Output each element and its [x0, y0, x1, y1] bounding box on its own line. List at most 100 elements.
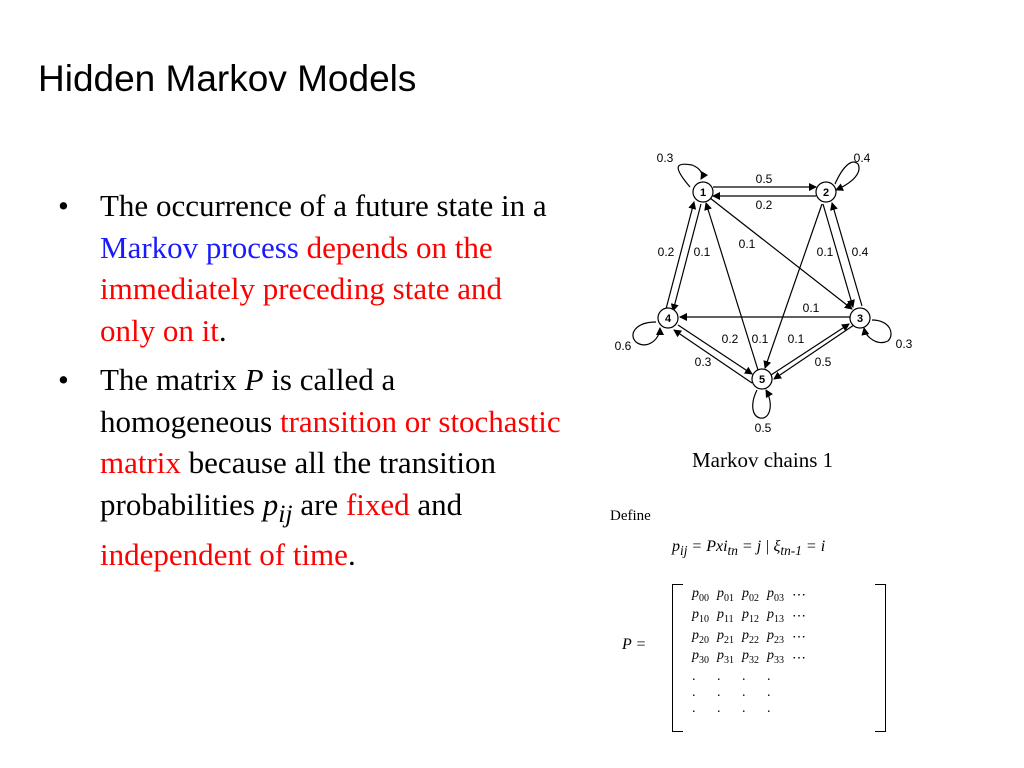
eqn-eq-j: = j | ξ — [737, 538, 781, 555]
self-loop-4 — [632, 321, 664, 346]
matrix-row: p10 p11 p12 p13 ⋯ — [690, 607, 812, 628]
edge-5-1 — [704, 202, 759, 371]
node-4 — [657, 307, 679, 329]
node-2 — [815, 181, 837, 203]
matrix-cell: p00 — [692, 586, 709, 604]
slide-title: Hidden Markov Models — [38, 58, 417, 99]
node-1 — [692, 181, 714, 203]
figure-caption: Markov chains 1 — [692, 448, 834, 472]
bullet1-text-a: The occurrence of a future state in a — [100, 188, 547, 223]
edge-1-4 — [670, 203, 702, 312]
matrix-cell: p31 — [717, 648, 734, 667]
edge-label-1-4: 0.2 — [658, 245, 675, 259]
bullet-item-2: • The matrix P is called a homogeneous t… — [58, 359, 563, 576]
matrix-dots-row: .... — [690, 669, 812, 685]
markov-chain-diagram: 1 2 3 4 5 0.3 0.4 0.3 0.6 0.5 0.5 0.2 0.… — [615, 151, 913, 435]
matrix-cell: p23 — [767, 627, 784, 646]
matrix-cell: p20 — [692, 627, 709, 646]
matrix-dot: . — [767, 701, 771, 717]
matrix-cell: p01 — [717, 586, 734, 604]
edge-label-3-5: 0.5 — [815, 355, 832, 369]
matrix-cell: p10 — [692, 606, 709, 625]
loop-label-4: 0.6 — [615, 339, 632, 353]
eqn-ij: ij — [680, 543, 688, 559]
edge-4-5 — [677, 324, 753, 375]
define-label: Define — [610, 508, 651, 524]
loop-label-2: 0.4 — [854, 151, 871, 165]
bullet1-period: . — [218, 312, 227, 348]
matrix-dot: . — [742, 701, 746, 717]
edge-label-5-4: 0.3 — [695, 355, 712, 369]
bullet2-highlight-transition: transition or stochastic matrix — [100, 403, 561, 481]
bullet2-text-e: and — [409, 486, 463, 522]
matrix-dot: . — [692, 685, 696, 701]
node-label-1: 1 — [700, 187, 706, 199]
self-loop-2 — [834, 161, 860, 191]
edge-4-1 — [665, 201, 697, 310]
edge-label-5-3: 0.1 — [788, 332, 805, 346]
node-label-3: 3 — [857, 313, 863, 325]
eqn-p: p — [672, 538, 680, 555]
edge-3-2 — [830, 202, 863, 307]
bullet-marker: • — [58, 362, 69, 397]
matrix-left-bracket — [672, 584, 683, 732]
matrix-cell: p30 — [692, 648, 709, 667]
matrix-label: P = — [622, 636, 647, 653]
matrix-dot: . — [742, 685, 746, 701]
bullet-list: • The occurrence of a future state in a … — [58, 185, 563, 584]
edge-label-3-4: 0.1 — [803, 301, 820, 315]
matrix-cell: p32 — [742, 648, 759, 667]
bullet2-text-c: because all the transition probabilities — [100, 445, 496, 522]
eqn-mid: = Pxi — [687, 538, 728, 555]
bullet2-text-b: is called a homogeneous — [100, 362, 396, 439]
edge-label-1-2: 0.5 — [756, 172, 773, 186]
matrix-dots-row: .... — [690, 685, 812, 701]
matrix-dot: . — [692, 669, 696, 685]
matrix-dot: . — [717, 701, 721, 717]
self-loop-3 — [861, 319, 892, 344]
matrix-ellipsis: ⋯ — [792, 609, 806, 625]
edge-5-3 — [770, 323, 850, 376]
bullet2-highlight-independent: independent of time — [100, 537, 348, 573]
eqn-tn1: tn-1 — [780, 543, 802, 559]
matrix-cell: p21 — [717, 627, 734, 646]
edge-5-4 — [673, 329, 753, 384]
edge-2-3 — [822, 203, 855, 308]
node-3 — [849, 307, 871, 329]
edge-3-5 — [773, 324, 855, 380]
bullet1-highlight-depends: depends on the immediately preceding sta… — [100, 229, 502, 348]
node-label-4: 4 — [665, 313, 672, 325]
self-loop-1 — [677, 163, 709, 188]
matrix-cell: p11 — [717, 606, 734, 625]
matrix-cell: p12 — [742, 606, 759, 625]
matrix-ellipsis: ⋯ — [792, 588, 806, 604]
node-5 — [751, 368, 773, 390]
bullet2-highlight-fixed: fixed — [345, 486, 410, 522]
transition-equation: pij = Pxitn = j | ξtn-1 = i — [672, 538, 825, 559]
eqn-tn: tn — [727, 543, 738, 559]
matrix-dot: . — [742, 669, 746, 685]
bullet2-matrix-symbol: P — [244, 362, 264, 397]
matrix-ellipsis: ⋯ — [792, 650, 806, 666]
matrix-cell: p22 — [742, 627, 759, 646]
edge-label-5-1: 0.1 — [752, 332, 769, 346]
loop-label-5: 0.5 — [755, 421, 772, 435]
matrix-cell: p13 — [767, 606, 784, 625]
matrix-cell: p02 — [742, 586, 759, 604]
edge-label-2-1: 0.2 — [756, 198, 773, 212]
bullet1-highlight-markov: Markov process — [100, 229, 299, 265]
loop-label-3: 0.3 — [896, 337, 913, 351]
edge-label-1-3: 0.1 — [739, 237, 756, 251]
self-loop-5 — [752, 389, 773, 419]
bullet2-text-d: are — [292, 486, 346, 522]
bullet2-period: . — [347, 537, 356, 573]
bullet-marker: • — [58, 188, 69, 223]
loop-label-1: 0.3 — [657, 151, 674, 165]
bullet2-p-symbol: p — [262, 486, 279, 522]
edge-label-4-5: 0.2 — [722, 332, 739, 346]
edge-label-2-3: 0.1 — [817, 245, 834, 259]
matrix-ellipsis: ⋯ — [792, 629, 806, 645]
